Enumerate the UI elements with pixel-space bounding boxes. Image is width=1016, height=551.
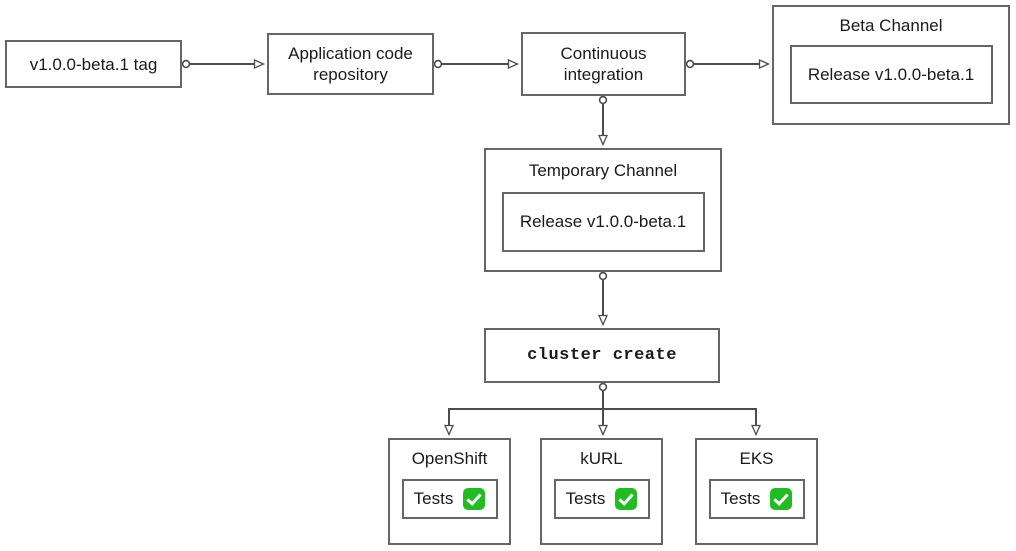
platform-eks-tests-label: Tests	[720, 489, 761, 508]
node-application-code-repository-label: Application code repository	[288, 44, 413, 84]
node-cluster-create[interactable]: cluster create	[484, 328, 720, 383]
beta-channel-release-box[interactable]: Release v1.0.0-beta.1	[789, 45, 993, 104]
node-temporary-channel[interactable]: Temporary Channel Release v1.0.0-beta.1	[484, 148, 722, 272]
platform-openshift-tests-box[interactable]: Tests	[401, 479, 498, 519]
platform-eks-tests-box[interactable]: Tests	[708, 479, 805, 519]
beta-channel-release-label: Release v1.0.0-beta.1	[807, 64, 975, 84]
node-continuous-integration[interactable]: Continuous integration	[521, 32, 686, 96]
node-platform-eks[interactable]: EKS Tests	[695, 438, 818, 545]
platform-kurl-tests-label: Tests	[565, 489, 606, 508]
platform-kurl-tests-box[interactable]: Tests	[553, 479, 650, 519]
platform-openshift-tests-label: Tests	[413, 489, 454, 508]
node-platform-openshift[interactable]: OpenShift Tests	[388, 438, 511, 545]
beta-channel-title: Beta Channel	[839, 16, 943, 35]
platform-eks-title: EKS	[739, 449, 774, 468]
node-cluster-create-label: cluster create	[527, 346, 677, 365]
temporary-channel-release-box[interactable]: Release v1.0.0-beta.1	[501, 192, 705, 252]
node-application-code-repository[interactable]: Application code repository	[267, 33, 434, 95]
node-beta-channel[interactable]: Beta Channel Release v1.0.0-beta.1	[772, 5, 1010, 125]
node-continuous-integration-label: Continuous integration	[560, 44, 647, 84]
green-check-icon	[770, 488, 793, 510]
temporary-channel-release-label: Release v1.0.0-beta.1	[519, 212, 687, 231]
green-check-icon	[615, 488, 638, 510]
platform-openshift-title: OpenShift	[411, 449, 488, 468]
green-check-icon	[463, 488, 486, 510]
platform-kurl-title: kURL	[580, 449, 623, 468]
node-platform-kurl[interactable]: kURL Tests	[540, 438, 663, 545]
node-version-tag-label: v1.0.0-beta.1 tag	[29, 54, 158, 74]
temporary-channel-title: Temporary Channel	[528, 161, 678, 180]
node-version-tag[interactable]: v1.0.0-beta.1 tag	[5, 40, 182, 88]
